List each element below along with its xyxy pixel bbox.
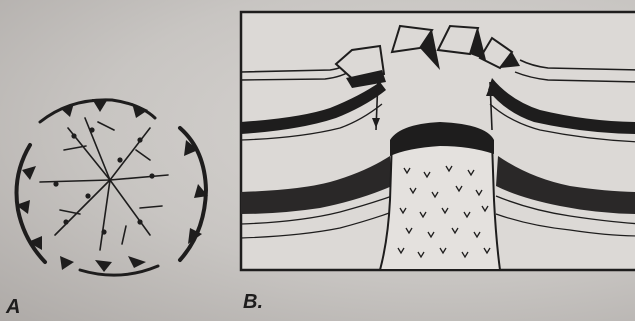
- panel-b-cross-section: [241, 12, 635, 270]
- panel-a-ring-arc-bottom: [80, 266, 158, 275]
- panel-a-map-view: [16, 99, 208, 275]
- panel-a-thrust-teeth: [16, 99, 208, 272]
- panel-a-label: A: [6, 296, 20, 319]
- panel-b-label: B.: [243, 291, 263, 314]
